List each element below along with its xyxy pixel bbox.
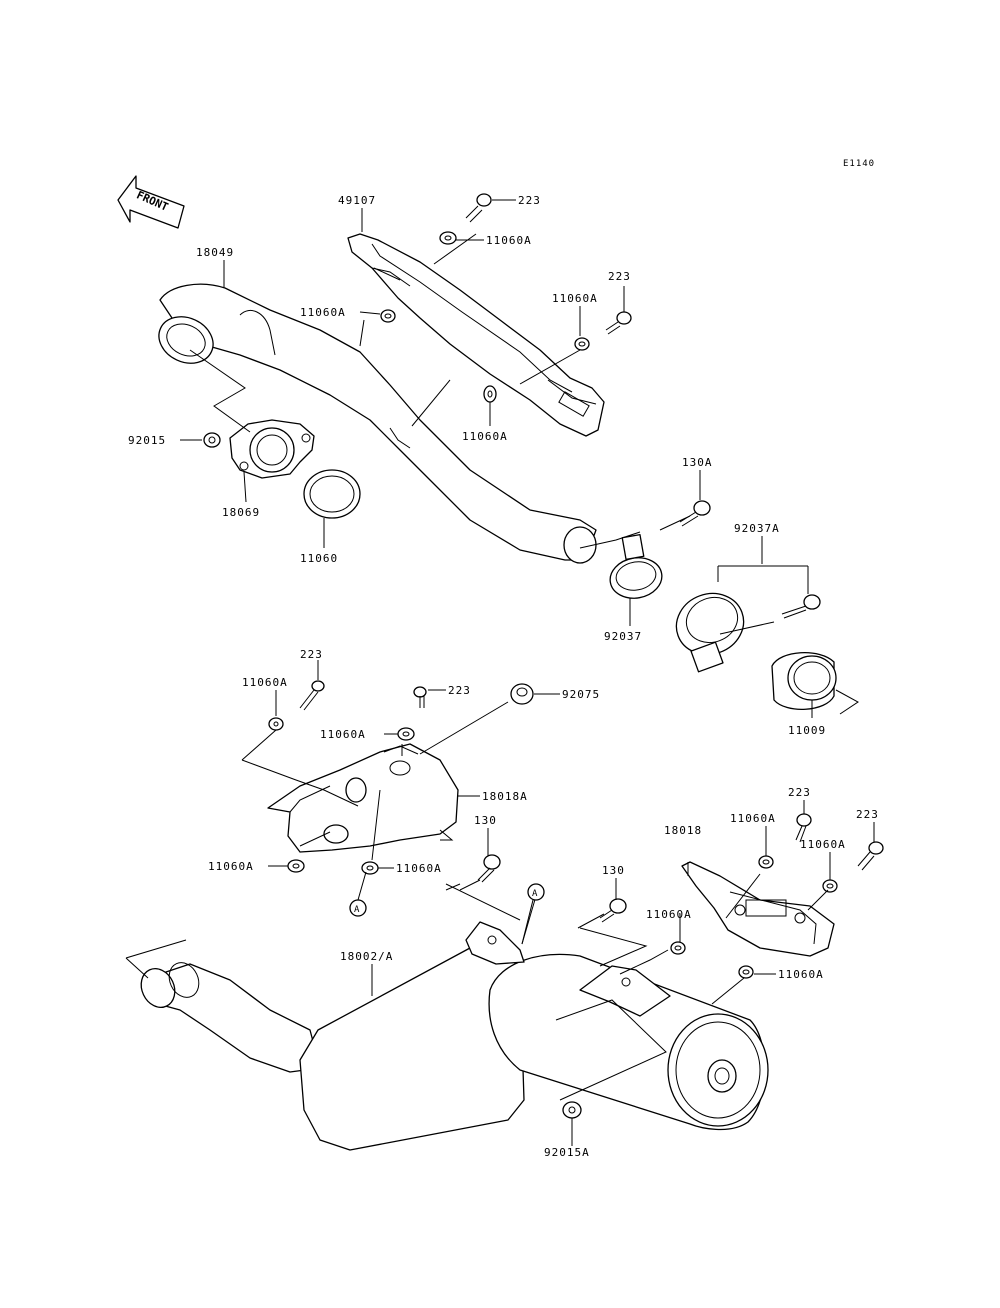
label-11060A-d: 11060A <box>552 292 598 305</box>
ref-marker-label: A <box>354 905 360 915</box>
washer-11060A-e <box>268 717 284 731</box>
heat-guard-49107 <box>347 233 605 437</box>
label-223-d: 223 <box>448 684 471 697</box>
washer-11060A-d <box>574 337 590 351</box>
clamp-92037 <box>609 533 663 599</box>
exhaust-pipe-18049 <box>158 283 597 564</box>
front-arrow-icon: FRONT <box>117 175 185 229</box>
label-18018: 18018 <box>664 824 702 837</box>
nut-92015A <box>562 1101 582 1119</box>
muffler-18002A <box>140 921 769 1151</box>
label-11060A-a: 11060A <box>486 234 532 247</box>
washer-11060A-i <box>670 941 686 955</box>
washer-11060A-k <box>822 879 838 893</box>
label-92015: 92015 <box>128 434 166 447</box>
bolt-223-d <box>413 686 427 708</box>
washer-11060A-a <box>439 231 457 245</box>
diagram-code: E1140 <box>843 159 875 169</box>
washer-11060A-h <box>361 861 379 875</box>
washer-11060A-b <box>380 309 396 323</box>
label-11060A-g: 11060A <box>208 860 254 873</box>
sleeve-11009 <box>771 651 837 711</box>
label-223-c: 223 <box>300 648 323 661</box>
washer-11060A-j <box>758 855 774 869</box>
clamp-92037A <box>675 592 745 673</box>
ref-marker-a-1: A <box>349 899 367 917</box>
heat-shield-18018 <box>681 861 835 957</box>
gasket-ring-11060 <box>303 469 361 519</box>
washer-11060A-f <box>397 727 415 741</box>
label-223-f: 223 <box>856 808 879 821</box>
washer-11060A-c <box>483 385 497 403</box>
label-49107: 49107 <box>338 194 376 207</box>
label-11060A-i: 11060A <box>730 812 776 825</box>
label-223-e: 223 <box>788 786 811 799</box>
bolt-130-a <box>477 854 501 883</box>
label-11060A-j: 11060A <box>800 838 846 851</box>
label-18069: 18069 <box>222 506 260 519</box>
label-92015A: 92015A <box>544 1146 590 1159</box>
ref-marker-a-2: A <box>527 883 545 901</box>
nut-92015 <box>203 432 221 448</box>
bolt-130-b <box>599 898 627 923</box>
label-223-top: 223 <box>518 194 541 207</box>
washer-11060A-g <box>287 859 305 873</box>
label-11060A-h: 11060A <box>396 862 442 875</box>
label-92037: 92037 <box>604 630 642 643</box>
label-18049: 18049 <box>196 246 234 259</box>
ref-marker-label: A <box>532 889 538 899</box>
label-11060A-k: 11060A <box>646 908 692 921</box>
label-92037A: 92037A <box>734 522 780 535</box>
label-11060A-l: 11060A <box>778 968 824 981</box>
label-92075: 92075 <box>562 688 600 701</box>
bolt-223-b <box>605 311 632 335</box>
bolt-130A <box>679 500 711 527</box>
heat-shield-18018A <box>267 743 459 853</box>
label-11060A-e: 11060A <box>242 676 288 689</box>
washer-11060A-l <box>738 965 754 979</box>
bolt-223-top <box>465 193 492 223</box>
gasket-18069 <box>229 419 315 479</box>
label-18002A: 18002/A <box>340 950 393 963</box>
label-11060A-f: 11060A <box>320 728 366 741</box>
label-11060A-c: 11060A <box>462 430 508 443</box>
label-11009: 11009 <box>788 724 826 737</box>
label-130-b: 130 <box>602 864 625 877</box>
leader-lines <box>125 199 875 1146</box>
label-130A: 130A <box>682 456 713 469</box>
bolt-223-c <box>299 680 325 711</box>
label-223-b: 223 <box>608 270 631 283</box>
label-18018A: 18018A <box>482 790 528 803</box>
label-130-a: 130 <box>474 814 497 827</box>
grommet-92075 <box>510 683 534 705</box>
bolt-223-f <box>857 841 884 871</box>
bolt-92037A <box>781 594 821 619</box>
label-11060: 11060 <box>300 552 338 565</box>
label-11060A-b: 11060A <box>300 306 346 319</box>
